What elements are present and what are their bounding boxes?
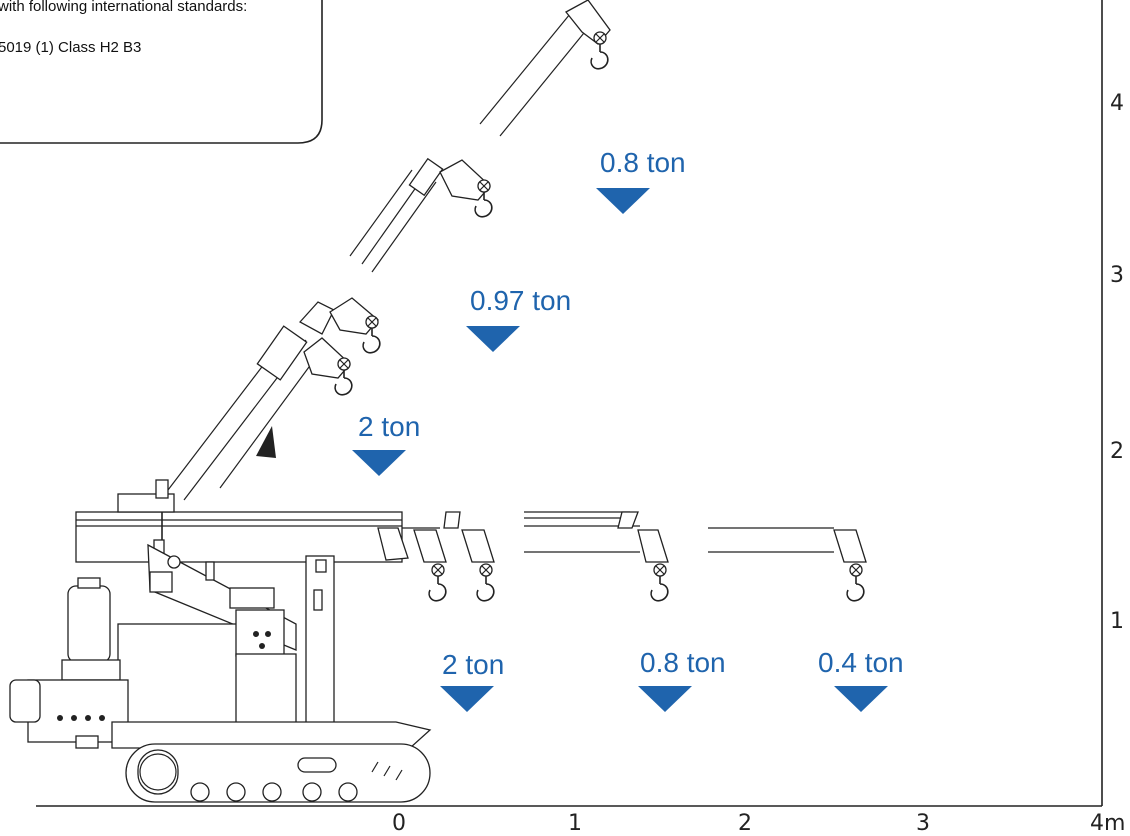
- standards-line-1: with following international standards:: [0, 0, 247, 15]
- crane-hook-icon: [428, 563, 447, 602]
- y-tick-3: 3: [1110, 263, 1124, 288]
- boom-middle: [167, 297, 381, 501]
- y-tick-1: 1: [1110, 609, 1124, 634]
- capacity-label: 0.8 ton: [640, 647, 726, 678]
- x-tick-4: 4m: [1090, 811, 1125, 836]
- capacity-label: 0.8 ton: [600, 147, 686, 178]
- capacity-0-8-low: 0.8 ton: [638, 647, 726, 712]
- capacity-0-97: 0.97 ton: [466, 285, 571, 352]
- load-marker-triangle: [352, 450, 406, 476]
- boom-positions: [75, 0, 867, 602]
- capacity-2-mid: 2 ton: [352, 411, 420, 476]
- load-marker-triangle: [596, 188, 650, 214]
- capacity-label: 0.97 ton: [470, 285, 571, 316]
- load-marker-triangle: [638, 686, 692, 712]
- capacity-label: 2 ton: [442, 649, 504, 680]
- crane-hook-icon: [650, 563, 669, 602]
- capacity-0-8-top: 0.8 ton: [596, 147, 686, 214]
- y-tick-2: 2: [1110, 439, 1124, 464]
- x-tick-1: 1: [568, 811, 582, 836]
- boom-upper: [349, 157, 493, 273]
- boom-horizontal: [75, 511, 867, 602]
- capacity-0-4-low: 0.4 ton: [818, 647, 904, 712]
- load-marker-triangle: [440, 686, 494, 712]
- load-marker-triangle: [466, 326, 520, 352]
- capacity-2-low: 2 ton: [440, 649, 504, 712]
- standards-line-2: 5019 (1) Class H2 B3: [0, 39, 141, 56]
- capacity-label: 2 ton: [358, 411, 420, 442]
- x-tick-0: 0: [392, 811, 406, 836]
- capacity-labels: 0.8 ton 0.97 ton 2 ton 2 ton 0.8 ton 0.4…: [352, 147, 904, 712]
- axes: 0 1 2 3 4m 4 3 2 1: [36, 0, 1125, 836]
- x-tick-2: 2: [738, 811, 752, 836]
- standards-box: with following international standards: …: [0, 0, 323, 144]
- crane-hook-icon: [590, 31, 609, 70]
- y-tick-4: 4: [1110, 91, 1124, 116]
- boom-top: [479, 0, 611, 137]
- crane-hook-icon: [476, 563, 495, 602]
- x-tick-3: 3: [916, 811, 930, 836]
- crane-body: [9, 479, 432, 803]
- load-marker-triangle: [834, 686, 888, 712]
- crane-hook-icon: [846, 563, 865, 602]
- capacity-label: 0.4 ton: [818, 647, 904, 678]
